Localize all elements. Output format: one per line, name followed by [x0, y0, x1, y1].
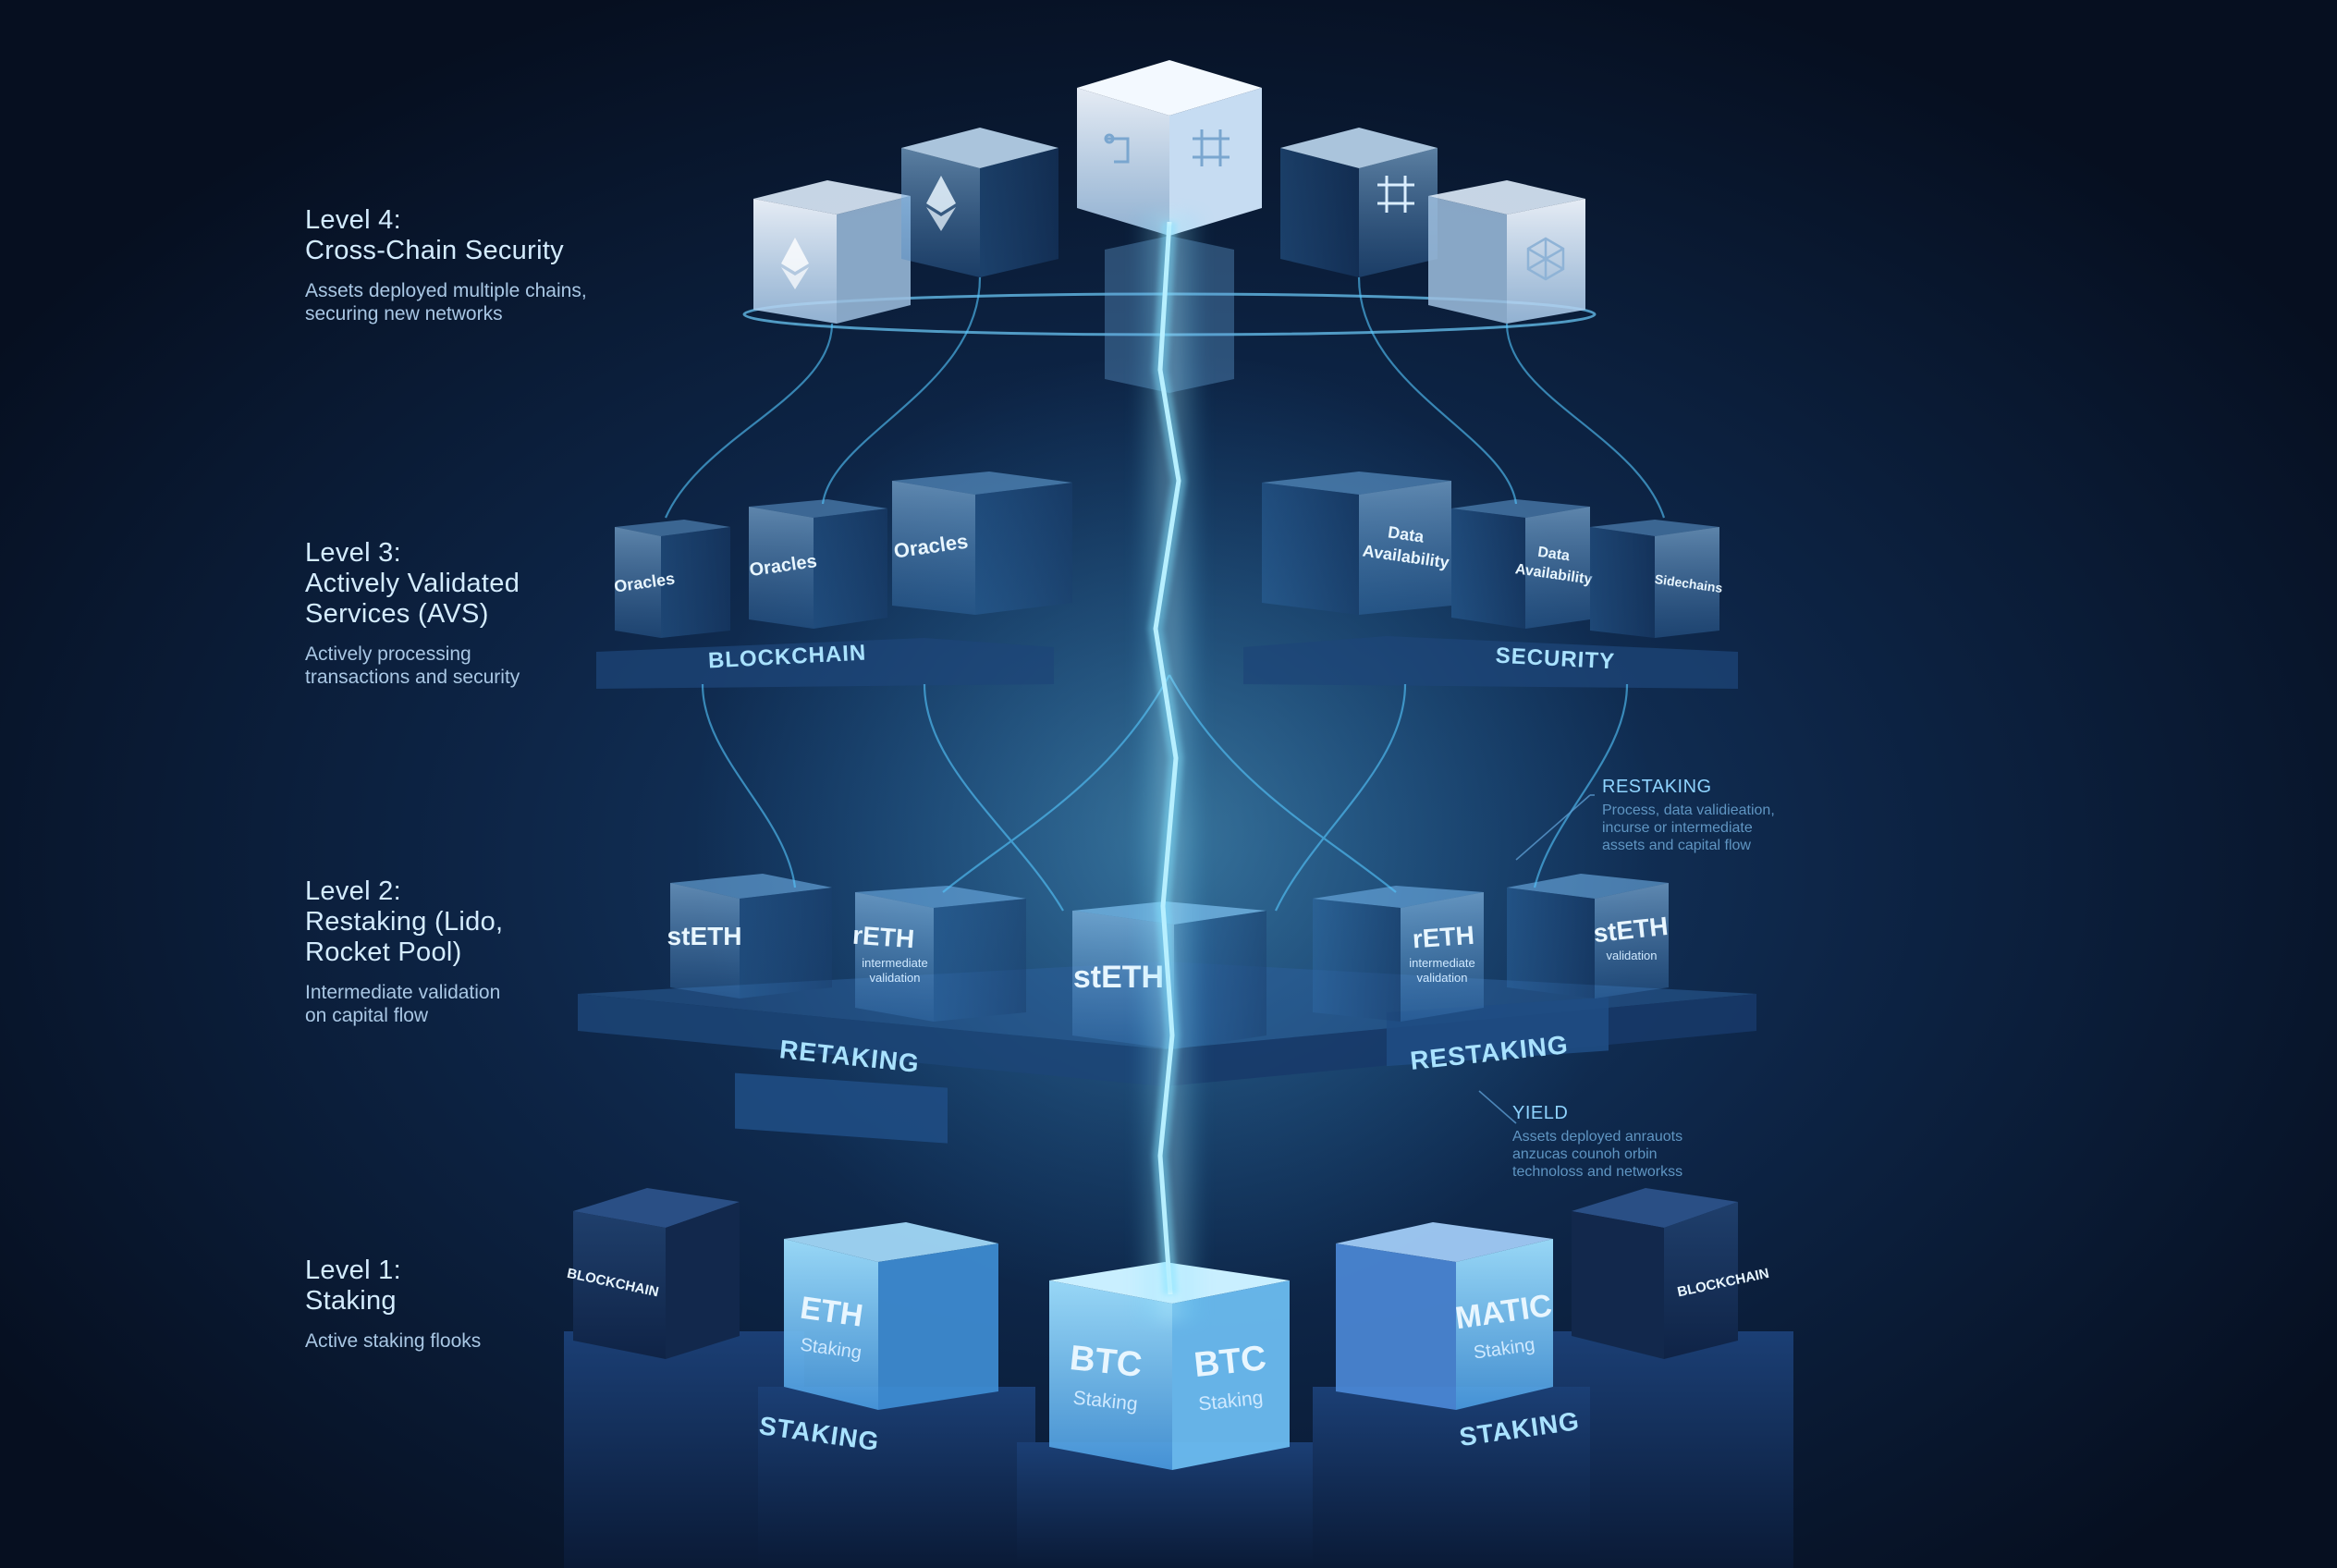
cube-steth-left: stETH: [667, 874, 832, 998]
reth-left-sub1: intermediate: [862, 956, 928, 970]
cube-blockchain-left: BLOCKCHAIN: [566, 1188, 740, 1359]
cube-oracles-a: Oracles: [613, 520, 730, 638]
cube-l4-right: [1280, 128, 1438, 277]
level2-platform-front-left: [578, 994, 1165, 1086]
yield-annotation-line1: Assets deployed anrauots: [1512, 1129, 1683, 1145]
level2-title-line3: Rocket Pool): [305, 937, 462, 967]
yield-annotation-title: YIELD: [1512, 1103, 1569, 1123]
level3-title-line3: Services (AVS): [305, 599, 489, 629]
eth-icon: [926, 176, 956, 231]
cube-btc: BTC Staking BTC Staking: [1049, 1262, 1290, 1470]
cube-matic: MATIC Staking: [1336, 1222, 1554, 1410]
cube-eth: ETH Staking: [784, 1222, 998, 1410]
steth-left-label: stETH: [667, 922, 742, 950]
reth-right-sub2: validation: [1417, 971, 1468, 985]
cube-l4-far-right: [1428, 180, 1585, 324]
level4-desc-line1: Assets deployed multiple chains,: [305, 280, 587, 301]
retaking-plate: [735, 1072, 948, 1144]
level3-title-line2: Actively Validated: [305, 569, 520, 598]
level2-desc-line1: Intermediate validation: [305, 982, 501, 1003]
reth-left-label: rETH: [851, 921, 915, 954]
restaking-annotation: RESTAKING Process, data validieation, in…: [1602, 777, 1775, 854]
central-energy-beam: [1132, 213, 1206, 1322]
level2-text: Level 2: Restaking (Lido, Rocket Pool) I…: [305, 876, 503, 1027]
level2-desc-line2: on capital flow: [305, 1005, 429, 1026]
level4-text: Level 4: Cross-Chain Security Assets dep…: [305, 205, 587, 325]
pillar-back-right: [1553, 1331, 1793, 1568]
cube-l4-far-left: [753, 180, 911, 324]
level1-title-line2: Staking: [305, 1286, 397, 1316]
cube-oracles-c: Oracles: [892, 472, 1072, 615]
cube-oracles-b: Oracles: [748, 499, 887, 629]
level3-desc-line1: Actively processing: [305, 643, 471, 665]
cube-sidechains: Sidechains: [1590, 520, 1724, 638]
btc-b-label: BTC: [1193, 1339, 1268, 1385]
cube-reth-left: rETH intermediate validation: [851, 886, 1026, 1022]
level4-desc-line2: securing new networks: [305, 303, 503, 325]
level3-platform-left: [596, 638, 1054, 689]
cube-l4-center: [1077, 60, 1262, 236]
reth-left-sub2: validation: [870, 971, 921, 985]
pillar-left: [758, 1387, 1035, 1568]
cube-steth-right: stETH validation: [1507, 874, 1670, 998]
level1-desc-line1: Active staking flooks: [305, 1330, 482, 1352]
level2-title-line1: Level 2:: [305, 876, 401, 906]
cube-blockchain-right: BLOCKCHAIN: [1572, 1188, 1770, 1359]
level3-title-line1: Level 3:: [305, 538, 401, 568]
restaking-annotation-title: RESTAKING: [1602, 777, 1712, 797]
level1-group: BLOCKCHAIN BLOCKCHAIN ETH Staking MATIC …: [564, 1188, 1793, 1568]
cube-data-availability-a: Data Availability: [1262, 472, 1451, 615]
level3-platform-right: [1243, 636, 1738, 689]
level4-title-line1: Level 4:: [305, 205, 401, 235]
level2-title-line2: Restaking (Lido,: [305, 907, 504, 937]
eth-label: ETH: [798, 1291, 865, 1334]
yield-annotation-line3: technoloss and networkss: [1512, 1164, 1683, 1180]
btc-a-label: BTC: [1068, 1339, 1144, 1385]
cube-data-availability-b: Data Availability: [1451, 499, 1593, 629]
pillar-right: [1313, 1387, 1590, 1568]
reth-right-sub1: intermediate: [1409, 956, 1475, 970]
annotation-leaders: [1478, 794, 1595, 1124]
steth-right-sub: validation: [1607, 949, 1658, 962]
restaking-annotation-line3: assets and capital flow: [1602, 838, 1751, 853]
eth-icon-left: [781, 238, 809, 289]
level1-title-line1: Level 1:: [305, 1256, 401, 1285]
level4-title-line2: Cross-Chain Security: [305, 236, 564, 265]
cube-reth-right: rETH intermediate validation: [1313, 886, 1484, 1022]
restaking-annotation-line1: Process, data validieation,: [1602, 802, 1775, 818]
level3-group: BLOCKCHAIN SECURITY Oracles Oracles Orac…: [596, 472, 1738, 689]
reth-right-label: rETH: [1412, 921, 1475, 954]
level2-group: RETAKING RESTAKING stETH rETH intermedia…: [578, 874, 1756, 1144]
level3-desc-line2: transactions and security: [305, 667, 520, 688]
restaking-annotation-line2: incurse or intermediate: [1602, 820, 1753, 836]
circuit-icon-right: [1377, 176, 1414, 213]
cube-l4-left: [901, 128, 1058, 277]
data-b-line1: Data: [1536, 545, 1571, 565]
network-icon: [1526, 237, 1565, 281]
yield-annotation-line2: anzucas counoh orbin: [1512, 1146, 1658, 1162]
circuit-icon: [1104, 129, 1230, 166]
yield-annotation: YIELD Assets deployed anrauots anzucas c…: [1512, 1103, 1682, 1181]
level3-text: Level 3: Actively Validated Services (AV…: [305, 538, 520, 689]
level1-text: Level 1: Staking Active staking flooks: [305, 1256, 481, 1353]
